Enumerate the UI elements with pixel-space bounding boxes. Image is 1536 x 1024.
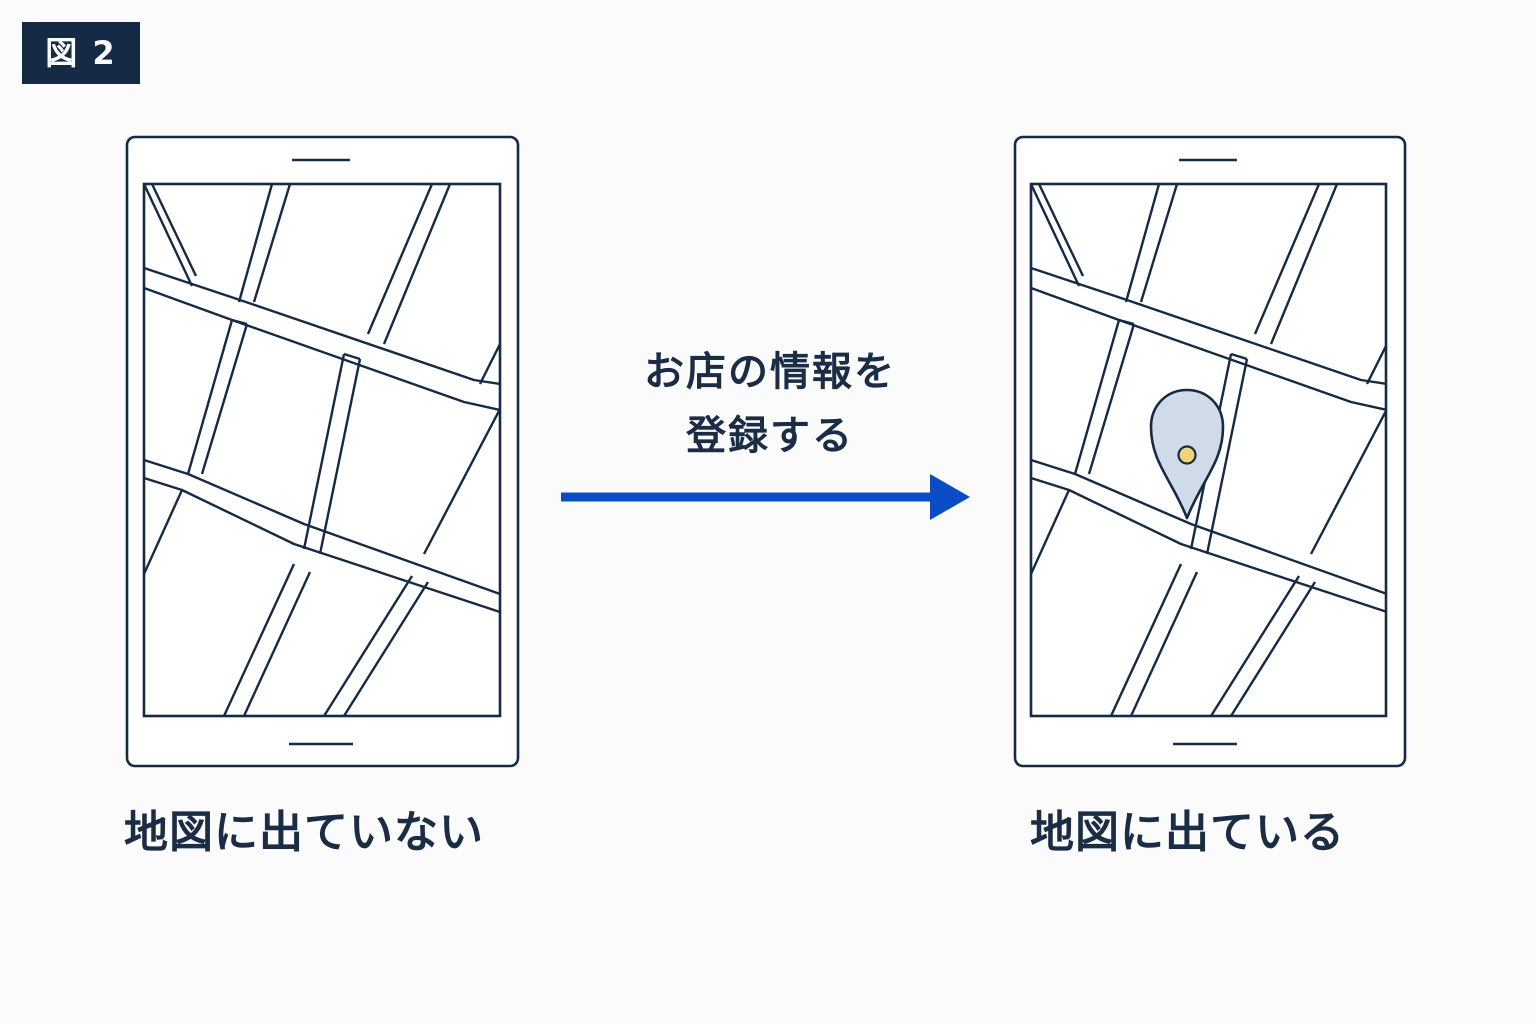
transition-label: お店の情報を 登録する <box>600 340 940 468</box>
caption-before: 地図に出ていない <box>124 807 484 858</box>
transition-label-line2: 登録する <box>686 413 854 459</box>
map-pin-icon <box>1149 388 1225 520</box>
arrow-right-icon <box>561 474 970 520</box>
map-screen-before <box>142 182 502 718</box>
device-after <box>1013 135 1407 768</box>
figure-label: 図 2 <box>22 22 140 84</box>
device-before <box>125 135 520 768</box>
caption-after: 地図に出ている <box>1030 807 1345 858</box>
transition-label-line1: お店の情報を <box>644 349 896 395</box>
